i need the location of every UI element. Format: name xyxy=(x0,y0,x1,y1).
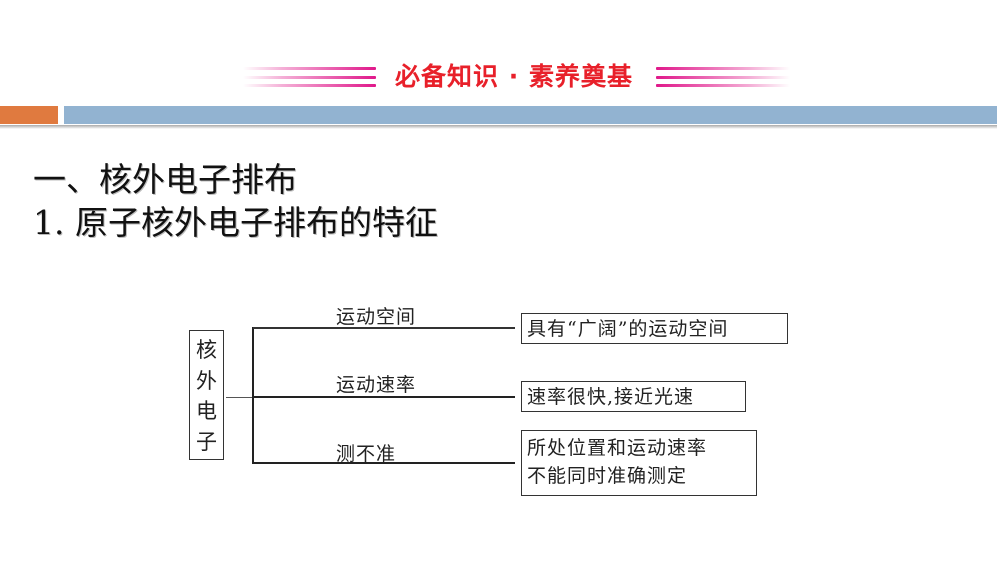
branch-line-uncertainty xyxy=(253,462,515,464)
accent-bar-orange xyxy=(0,106,58,124)
banner-stripe-left xyxy=(243,67,376,70)
subsection-heading: 1. 原子核外电子排布的特征 xyxy=(33,203,438,242)
root-char: 外 xyxy=(196,368,217,393)
root-connector xyxy=(226,397,253,398)
root-char: 核 xyxy=(196,338,217,363)
branch-label-space: 运动空间 xyxy=(336,306,417,328)
diagram-root-box: 核 外 电 子 xyxy=(189,330,224,460)
leaf-text: 不能同时准确测定 xyxy=(527,465,688,487)
branch-spine xyxy=(252,327,254,464)
root-char: 子 xyxy=(196,429,217,454)
branch-line-speed xyxy=(253,396,515,398)
branch-label-speed: 运动速率 xyxy=(336,374,417,396)
banner-title: 必备知识 · 素养奠基 xyxy=(395,62,633,91)
section-heading: 一、核外电子排布 xyxy=(33,160,297,199)
banner-stripe-right xyxy=(656,84,790,87)
branch-line-space xyxy=(253,327,515,329)
banner-stripe-right xyxy=(656,67,790,70)
leaf-text: 具有“广阔”的运动空间 xyxy=(527,318,729,340)
banner-stripe-left xyxy=(243,76,376,79)
banner-stripe-left xyxy=(243,84,376,87)
leaf-box-space: 具有“广阔”的运动空间 xyxy=(521,313,788,344)
leaf-box-speed: 速率很快,接近光速 xyxy=(521,381,746,412)
leaf-box-uncertainty: 所处位置和运动速率 不能同时准确测定 xyxy=(521,430,757,496)
branch-label-uncertainty: 测不准 xyxy=(336,443,397,465)
leaf-text: 所处位置和运动速率 xyxy=(527,437,708,459)
leaf-text: 速率很快,接近光速 xyxy=(527,386,695,408)
banner-stripe-right xyxy=(656,76,790,79)
root-char: 电 xyxy=(196,399,217,424)
accent-bar-shadow xyxy=(0,125,997,129)
accent-bar-blue xyxy=(64,106,997,124)
